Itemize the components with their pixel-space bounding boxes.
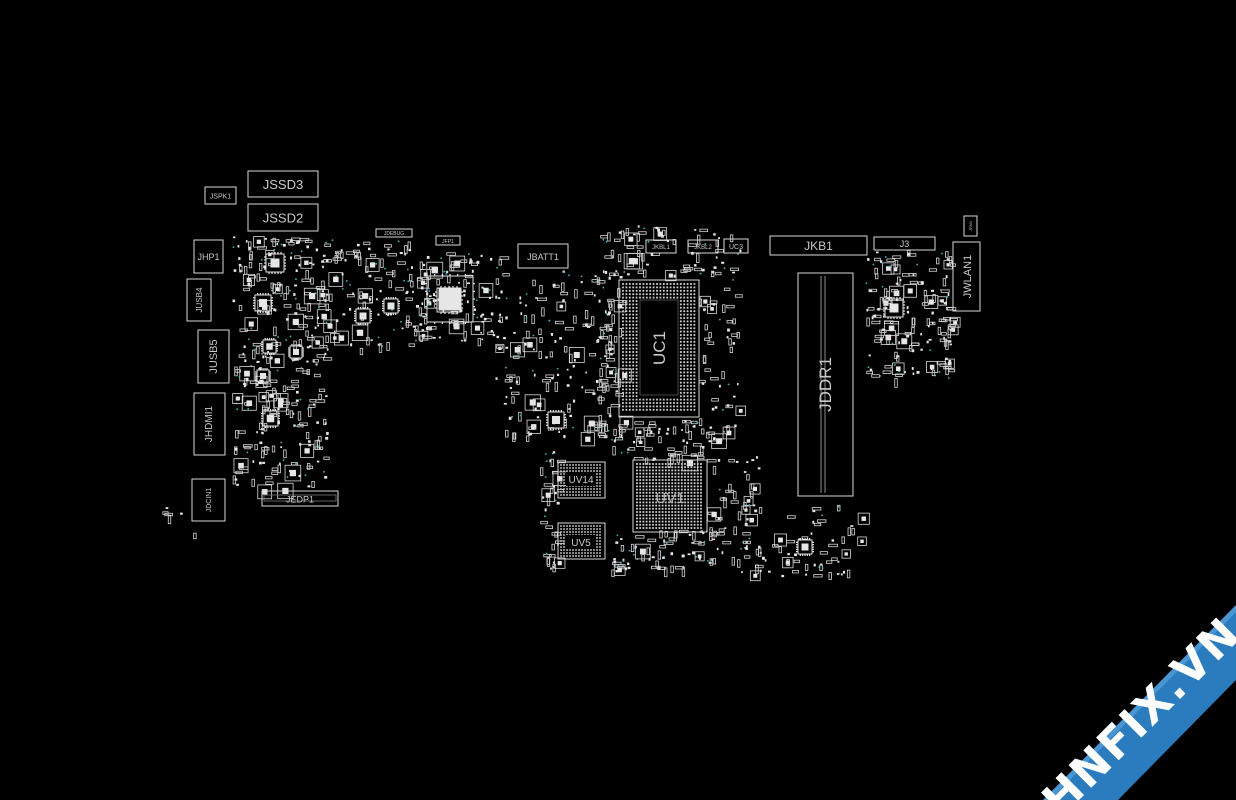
connector-jssd2[interactable]: JSSD2: [247, 203, 319, 232]
jhdmi1-label: JHDMI1: [204, 406, 215, 443]
uv14-label: UV14: [568, 475, 593, 486]
uv5-label: UV5: [571, 538, 591, 549]
connector-jfan[interactable]: JFAN: [963, 215, 978, 237]
chip-uv5[interactable]: UV5: [557, 522, 606, 560]
connector-jhdmi1[interactable]: JHDMI1: [193, 392, 226, 456]
jbatt1-label: JBATT1: [527, 252, 559, 262]
uv1-label: UV1: [655, 490, 684, 507]
connector-jkbl2[interactable]: JKBL2: [687, 239, 719, 254]
connector-jusb4[interactable]: JUSB4: [186, 278, 212, 322]
jdebug-label: JDEBUG: [384, 231, 404, 237]
jdcin1-label: JDCIN1: [206, 488, 213, 513]
jusb4-label: JUSB4: [195, 287, 204, 312]
jusb5-label: JUSB5: [208, 339, 220, 373]
jddr1-label: JDDR1: [816, 357, 835, 412]
uv1-ball-grid: [636, 463, 702, 529]
jwlan1-label: JWLAN1: [962, 255, 974, 298]
jhp1-label: JHP1: [197, 252, 219, 262]
connector-jkbl1[interactable]: JKBL1: [645, 239, 677, 254]
uc1-label: UC1: [650, 331, 669, 365]
connector-jfp1[interactable]: JFP1: [435, 235, 461, 246]
jkb1-label: JKB1: [804, 239, 833, 253]
connector-jwlan1[interactable]: JWLAN1: [952, 241, 981, 312]
connector-jdebug[interactable]: JDEBUG: [375, 228, 413, 238]
connector-jedp1[interactable]: JEDP1: [261, 490, 339, 507]
connector-jssd3[interactable]: JSSD3: [247, 170, 319, 198]
jspk1-label: JSPK1: [210, 194, 232, 201]
connector-jusb5[interactable]: JUSB5: [197, 329, 230, 384]
jfp1-label: JFP1: [442, 239, 454, 245]
jssd2-label: JSSD2: [263, 211, 303, 226]
connector-jddr1[interactable]: JDDR1: [797, 272, 854, 497]
connector-jbatt1[interactable]: JBATT1: [517, 243, 569, 269]
chip-uc1[interactable]: UC1: [618, 279, 700, 418]
chip-uc3[interactable]: UC3: [723, 238, 749, 254]
uc1-ball-grid: [622, 283, 696, 411]
connector-jkb1[interactable]: JKB1: [769, 235, 868, 256]
jfan-label: JFAN: [968, 221, 973, 231]
jkbl1-label: JKBL1: [652, 245, 670, 251]
jssd3-label: JSSD3: [263, 177, 303, 192]
connector-jdcin1[interactable]: JDCIN1: [191, 478, 226, 522]
connector-jspk1[interactable]: JSPK1: [204, 186, 237, 205]
connector-jhp1[interactable]: JHP1: [193, 239, 224, 274]
jkbl2-label: JKBL2: [694, 245, 712, 251]
jedp1-label: JEDP1: [286, 495, 314, 505]
connector-j3[interactable]: J3: [873, 236, 936, 251]
uc3-label: UC3: [729, 244, 743, 251]
chip-uv14[interactable]: UV14: [557, 461, 606, 499]
chip-uv1[interactable]: UV1: [632, 459, 708, 533]
j3-label: J3: [900, 239, 910, 249]
